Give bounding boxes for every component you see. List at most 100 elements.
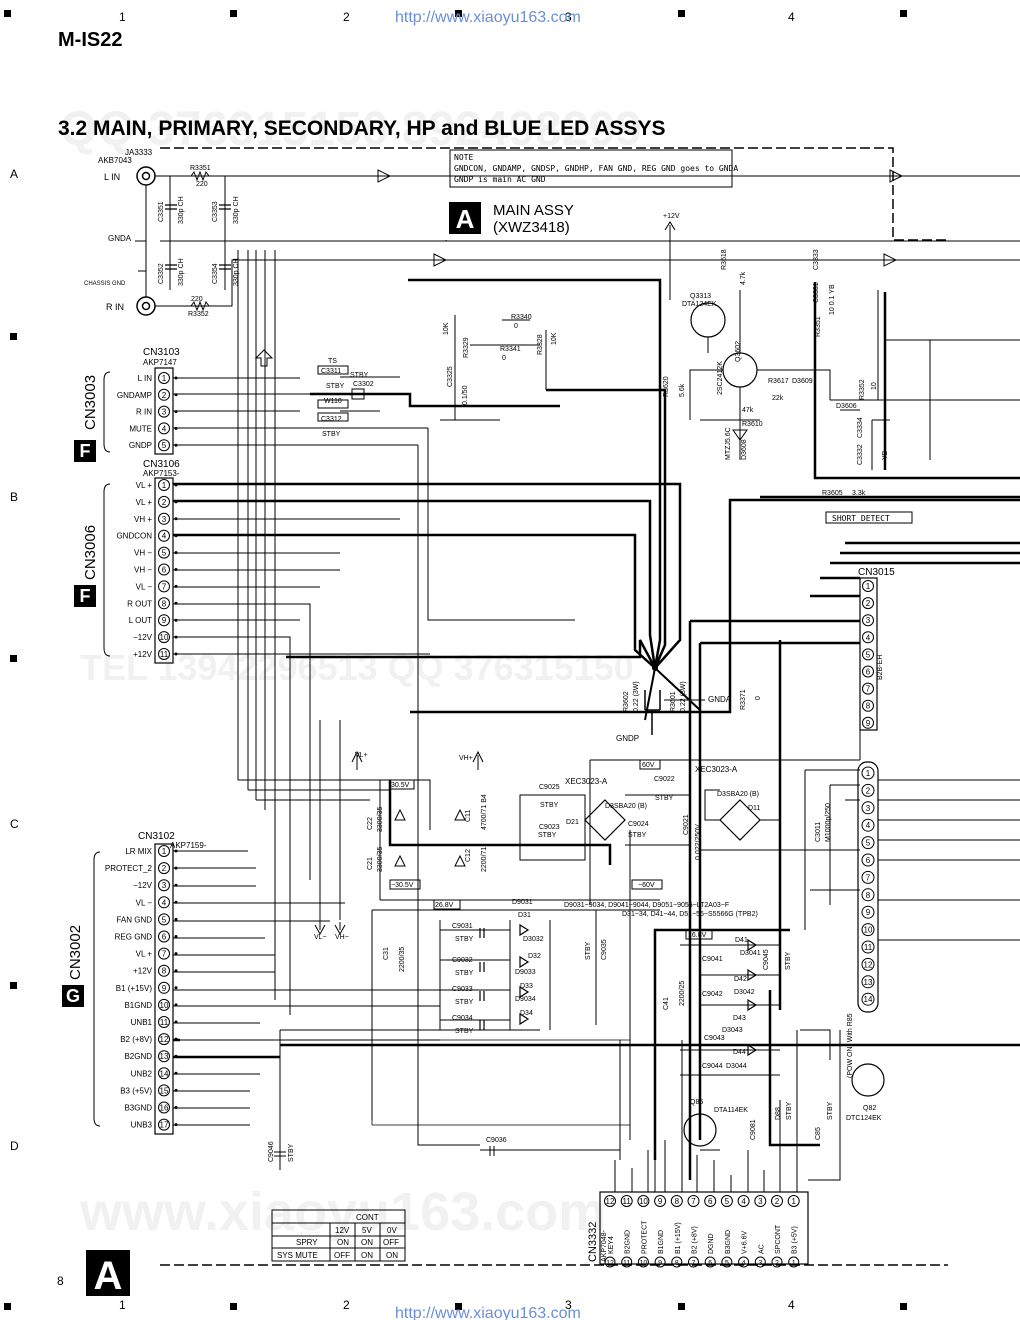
- c9035-stby: STBY: [585, 941, 592, 960]
- grid-row-c: C: [10, 817, 19, 831]
- cn3332-pin-label: AC: [758, 1244, 765, 1254]
- cn3332-pin-label: B3 (+5V): [792, 1226, 799, 1254]
- c3333-label: C3333: [813, 249, 820, 270]
- cn3011-pin-number: 4: [866, 821, 871, 830]
- cn3011-pin-14: [861, 992, 875, 1006]
- c9036-label: C9036: [486, 1137, 507, 1144]
- wiring-bus: [173, 250, 1020, 1192]
- cn3106-pin-label: VL +: [136, 481, 153, 490]
- cn3106-pin-number: 1: [162, 481, 167, 490]
- cn3103-pin-5: [158, 439, 170, 452]
- note-line-1: GNDCON, GNDAMP, GNDSP, GNDHP, FAN GND, R…: [454, 164, 738, 173]
- c9034-stby: STBY: [455, 1028, 474, 1035]
- cn3332-pin-number-bottom: 5: [725, 1260, 729, 1267]
- cn3103-pin-4: [158, 422, 170, 435]
- cn3332-pin-6: [704, 1195, 717, 1207]
- cn3332-pin-5: [720, 1195, 733, 1207]
- d88-stby: STBY: [786, 1101, 793, 1120]
- r3371-value: 0: [755, 696, 762, 700]
- cn3106-pin-11: [158, 648, 170, 660]
- cn3102-pin-number: 8: [162, 967, 167, 976]
- cont-mute-5v: ON: [361, 1251, 373, 1260]
- url-top[interactable]: http://www.xiaoyu163.com: [395, 9, 581, 26]
- main-assy-badge: A: [456, 204, 475, 234]
- cn3002-group: CN3002: [67, 925, 84, 980]
- cn3011-pin-12: [861, 957, 875, 971]
- cn3006-badge: F: [80, 586, 91, 606]
- cn3011-pin-11: [861, 940, 875, 954]
- cn3102-pin-1: [158, 845, 170, 857]
- cn3106-pin-label: VH +: [134, 515, 152, 524]
- url-bottom[interactable]: http://www.xiaoyu163.com: [395, 1305, 581, 1320]
- c85-label: C85: [815, 1127, 822, 1140]
- cn3332-connector: 1212KEY41111B2GND1010PROTECT99B1GND88B1 …: [587, 1191, 809, 1268]
- r3601-label: R3601: [670, 691, 677, 712]
- v60-label: 60V: [642, 762, 655, 769]
- d3042-label: D3042: [734, 989, 755, 996]
- d3-list: D31−34, D41−44, D51−55−S5566G (TPB2): [622, 911, 758, 918]
- note-heading: NOTE: [454, 153, 473, 162]
- stby-label-2: STBY: [350, 372, 369, 379]
- stby-label-3: STBY: [322, 431, 341, 438]
- r3620-label: R3620: [663, 376, 670, 397]
- pow-on-label: (POW ON) With R85: [847, 1013, 854, 1078]
- grid-row-b: B: [10, 490, 18, 504]
- cn3106-pin-label: VL +: [136, 498, 153, 507]
- cn3011-pin-6: [861, 853, 875, 867]
- cn3106-pin-3: [158, 512, 170, 525]
- cn3102-pin-label: +12V: [133, 967, 153, 976]
- cn3102-pin-8: [158, 964, 170, 977]
- c9025-label: C9025: [539, 784, 560, 791]
- c22-label: C22: [367, 817, 374, 830]
- cn3332-pin-number: 10: [639, 1197, 648, 1206]
- cn3102-pin-7: [158, 947, 170, 960]
- cn3106-pin-2: [158, 495, 170, 508]
- c22-value: 3300/35: [377, 807, 384, 832]
- cn3015-pin-4: [862, 631, 874, 644]
- c9042-label: C9042: [702, 991, 723, 998]
- cont-row-sys-mute: SYS MUTE: [277, 1251, 318, 1260]
- d11-label: D11: [748, 805, 760, 812]
- d3609-label: D3609: [792, 378, 813, 385]
- r3328-value: 10K: [551, 332, 558, 345]
- c9081-label: C9081: [750, 1119, 757, 1140]
- secondary-rectifiers: 26.8V C31 2200/35 D9031 D31 D9031−9034, …: [383, 899, 792, 1085]
- c9021-value: 0.022/250V: [695, 824, 702, 860]
- q82-type: DTC124EK: [846, 1115, 882, 1122]
- r3371-label: R3371: [740, 689, 747, 710]
- cn3102-connector: CN3102 AKP7159- 1LR MIX2PROTECT_23−12V4V…: [62, 831, 207, 1135]
- d3606-label: D3606: [836, 403, 857, 410]
- c31-label: C31: [383, 947, 390, 960]
- cn3102-pin-label: UNB1: [131, 1018, 153, 1027]
- c3354-value: 330p CH: [233, 258, 240, 286]
- cn3015-pin-number: 3: [866, 616, 871, 625]
- cn3103-pin-number: 2: [162, 391, 167, 400]
- cn3011-pin-number: 9: [866, 908, 871, 917]
- page-title: 3.2 MAIN, PRIMARY, SECONDARY, HP and BLU…: [58, 117, 666, 140]
- model-name: M-IS22: [58, 29, 122, 51]
- cn3011-pin-number: 11: [864, 943, 873, 952]
- cn3102-pin-number: 3: [162, 881, 167, 890]
- c9022-label: C9022: [654, 776, 675, 783]
- d43-label: D43: [733, 1015, 746, 1022]
- cont-col-5v: 5V: [362, 1226, 372, 1235]
- c9041-label: C9041: [702, 956, 723, 963]
- cn3332-pin-11: [620, 1195, 633, 1207]
- cn3106-pin-label: VH −: [134, 566, 152, 575]
- cn3106-pin-number: 5: [162, 549, 167, 558]
- d21-label: D21: [566, 819, 579, 826]
- cn3332-pin-12: [604, 1195, 616, 1207]
- cn3011-pin-number: 7: [866, 873, 871, 882]
- cn3332-part: AKP7048-: [601, 1229, 608, 1262]
- grid-col-2-top: 2: [343, 10, 350, 24]
- plus12v-label: +12V: [663, 213, 680, 220]
- jack-akb-label: AKB7043: [98, 156, 132, 165]
- d42-label: D42: [734, 976, 747, 983]
- cn3103-pin-3: [158, 405, 170, 418]
- cn3102-name: CN3102: [138, 831, 175, 842]
- cn3102-pin-16: [158, 1101, 170, 1114]
- cn3015-pin-5: [862, 648, 874, 661]
- r3351-value: 220: [196, 181, 208, 188]
- c3352-label: C3352: [158, 263, 165, 284]
